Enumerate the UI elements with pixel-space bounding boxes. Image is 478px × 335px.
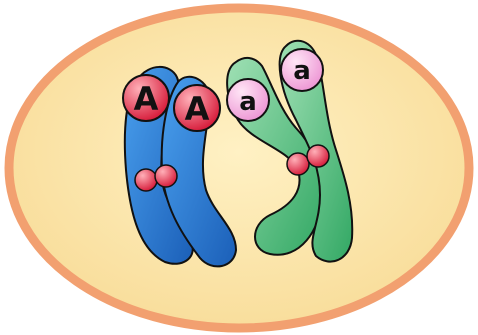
cell-membrane <box>9 8 469 328</box>
centromere-bead <box>307 145 329 167</box>
allele-recessive-1: a <box>227 79 269 121</box>
allele-recessive-2: a <box>281 49 323 91</box>
centromere-bead <box>155 165 177 187</box>
allele-dominant-2: A <box>174 85 220 131</box>
allele-label: a <box>293 56 311 86</box>
centromere-bead <box>287 153 309 175</box>
allele-dominant-1: A <box>123 75 169 121</box>
centromere-bead <box>135 169 157 191</box>
allele-label: a <box>239 87 257 117</box>
allele-label: A <box>134 80 159 118</box>
allele-label: A <box>185 90 210 128</box>
